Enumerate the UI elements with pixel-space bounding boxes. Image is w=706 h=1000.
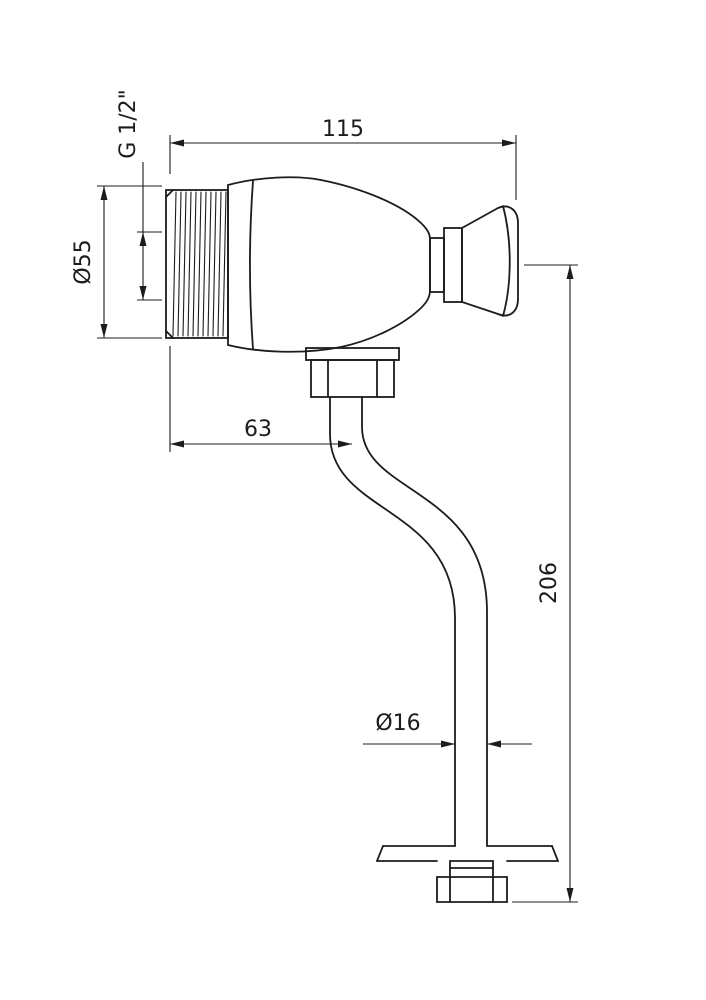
top-width-dimension-label: 115	[322, 117, 364, 142]
pipe-diameter-dimension-label: Ø16	[375, 711, 420, 736]
dimension-pipe-diameter: Ø16	[363, 711, 532, 748]
arrowhead	[100, 186, 108, 200]
arrowhead	[487, 740, 501, 748]
push-button	[429, 205, 519, 317]
thread-nipple	[165, 189, 229, 339]
mounting-collar	[436, 860, 508, 903]
valve-body	[227, 176, 431, 353]
arrowhead	[502, 139, 516, 147]
dimension-top-width: 115	[169, 117, 517, 200]
arrowhead	[566, 888, 574, 902]
dimension-overall-height: 206	[512, 264, 578, 903]
outlet-pipe	[329, 396, 488, 847]
dimension-outlet-offset: 63	[169, 346, 352, 452]
body-height-dimension-label: Ø55	[71, 239, 96, 284]
dimension-thread-size: G 1/2"	[116, 89, 162, 301]
arrowhead	[170, 139, 184, 147]
thread-size-dimension-label: G 1/2"	[116, 89, 141, 159]
thread-hatching	[172, 191, 227, 337]
arrowhead	[139, 232, 147, 246]
arrowhead	[139, 286, 147, 300]
dimension-body-height: Ø55	[71, 185, 162, 339]
floor-flange	[376, 845, 559, 862]
arrowhead	[170, 440, 184, 448]
arrowhead	[441, 740, 455, 748]
arrowhead	[338, 440, 352, 448]
outlet-offset-dimension-label: 63	[244, 417, 272, 442]
valve-assembly	[165, 176, 559, 903]
arrowhead	[100, 324, 108, 338]
overall-height-dimension-label: 206	[537, 562, 562, 604]
arrowhead	[566, 265, 574, 279]
hex-nut	[305, 347, 400, 398]
